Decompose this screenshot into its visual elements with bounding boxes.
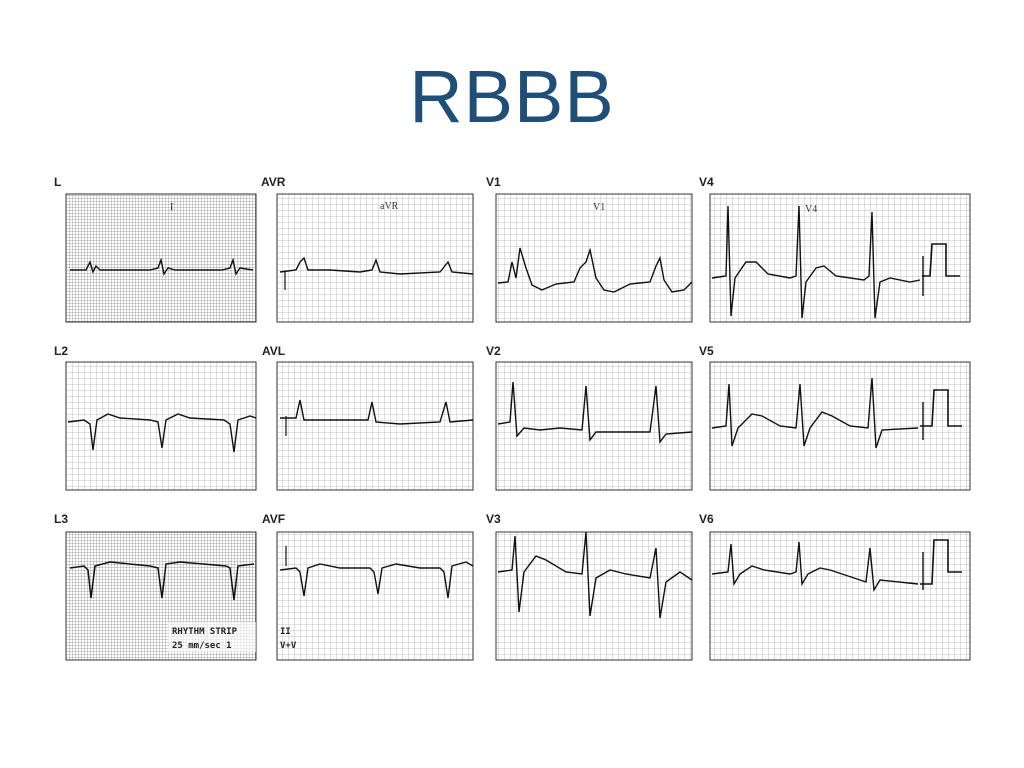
ecg-panel-V2 <box>495 361 693 491</box>
lead-label-V2: V2 <box>486 344 501 358</box>
ecg-trace-V1 <box>497 247 693 293</box>
panel-note-AVR: aVR <box>380 201 399 212</box>
ecg-panel-AVF: II V+V <box>276 531 474 661</box>
footer-paper-speed: 25 mm/sec 1 <box>172 641 232 651</box>
ecg-trace-AVL <box>280 399 474 425</box>
ecg-panel-V6 <box>709 531 971 661</box>
ecg-trace-V4 <box>711 205 921 319</box>
lead-label-V4: V4 <box>699 175 714 189</box>
ecg-panel-L2 <box>65 361 257 491</box>
lead-label-V5: V5 <box>699 344 714 358</box>
ecg-panel-L3: RHYTHM STRIP 25 mm/sec 1 <box>65 531 257 661</box>
calibration-pulse-V4 <box>922 243 960 277</box>
lead-label-L3: L3 <box>54 512 68 526</box>
ecg-panel-V3 <box>495 531 693 661</box>
ecg-panel-V1: V1 <box>495 193 693 323</box>
ecg-panel-AVL <box>276 361 474 491</box>
lead-label-V3: V3 <box>486 512 501 526</box>
ecg-panel-V4: V4 <box>709 193 971 323</box>
lead-label-V6: V6 <box>699 512 714 526</box>
lead-label-L: L <box>54 175 61 189</box>
footer-lead-ii: II <box>280 627 291 637</box>
ecg-trace-AVF <box>279 561 474 599</box>
ecg-trace-L3 <box>69 561 255 601</box>
lead-label-AVF: AVF <box>262 512 285 526</box>
panel-note-V1: V1 <box>593 202 605 213</box>
slide-title: RBBB <box>409 55 615 138</box>
panel-note-V4: V4 <box>805 204 817 215</box>
ecg-trace-V2 <box>497 381 693 444</box>
lead-label-V1: V1 <box>486 175 501 189</box>
ecg-trace-AVR <box>279 256 474 275</box>
ecg-panel-L: I <box>65 193 257 323</box>
footer-rhythm-strip: RHYTHM STRIP <box>172 627 238 637</box>
ecg-trace-L <box>70 257 254 276</box>
lead-label-L2: L2 <box>54 344 68 358</box>
ecg-trace-L2 <box>67 413 257 453</box>
panel-note-L: I <box>170 202 173 213</box>
lead-label-AVR: AVR <box>261 175 286 189</box>
ecg-trace-V6 <box>711 541 919 593</box>
ecg-panel-V5 <box>709 361 971 491</box>
ecg-panel-AVR: aVR <box>276 193 474 323</box>
calibration-pulse-V5 <box>920 389 962 427</box>
footer-lead-v: V+V <box>280 641 297 651</box>
lead-label-AVL: AVL <box>262 344 285 358</box>
ecg-trace-V5 <box>711 377 919 449</box>
ecg-trace-V3 <box>497 531 693 619</box>
calibration-pulse-V6 <box>920 539 962 585</box>
